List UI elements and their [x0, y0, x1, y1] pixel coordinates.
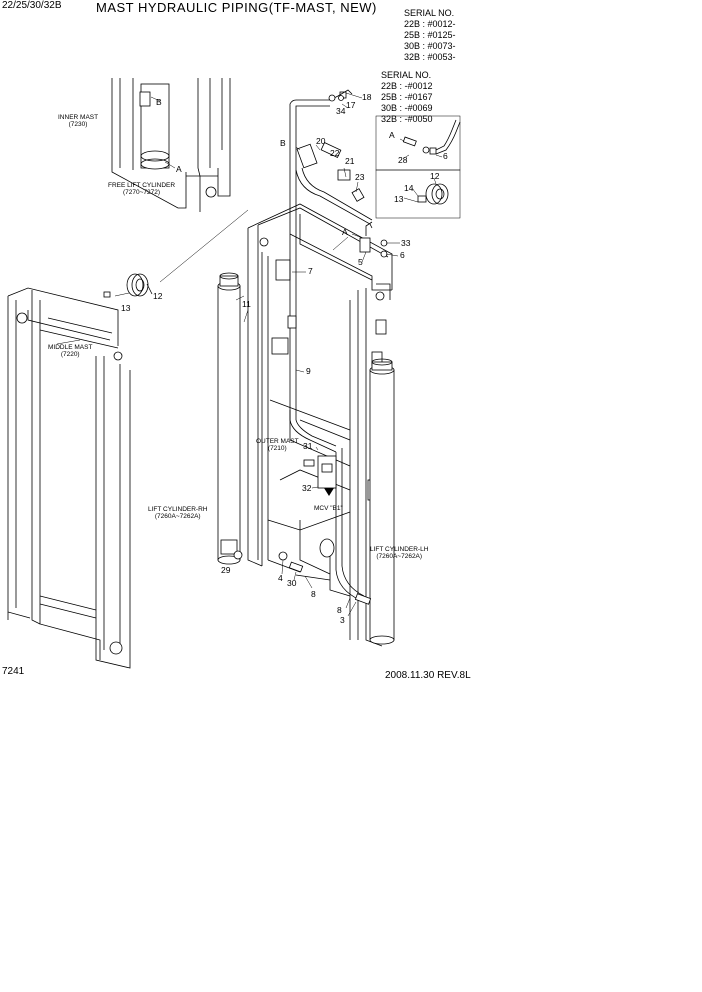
- top-fittings: [296, 89, 365, 202]
- callout-7: 7: [308, 266, 313, 276]
- callout-6: 6: [400, 250, 405, 260]
- lift-cylinder-lh-code: (7260A~7262A): [376, 553, 423, 560]
- serial-inset-block: SERIAL NO. 22B : -#0012 25B : -#0167 30B…: [381, 70, 433, 125]
- lift-cylinder-lh-shape: [369, 358, 395, 645]
- middle-mast-name: MIDDLE MAST: [48, 344, 93, 351]
- callout-8-left: 8: [311, 589, 316, 599]
- middle-mast-code: (7220): [60, 351, 80, 358]
- callout-a-inset: A: [389, 130, 395, 140]
- page-number: 7241: [2, 666, 25, 677]
- callout-31: 31: [303, 441, 313, 451]
- lift-cylinder-lh-label: LIFT CYLINDER-LH (7260A~7262A): [370, 546, 428, 560]
- callout-11: 11: [242, 299, 251, 309]
- callout-22: 22: [330, 148, 340, 158]
- callout-18: 18: [362, 92, 372, 102]
- callout-5: 5: [358, 257, 363, 267]
- serial-inset-line: 30B : -#0069: [381, 103, 433, 113]
- outer-mast-code: (7210): [267, 445, 287, 452]
- callout-4: 4: [278, 573, 283, 583]
- callout-23: 23: [355, 172, 365, 182]
- model-numbers: 22/25/30/32B: [2, 0, 62, 11]
- middle-mast-shape: [7, 287, 131, 669]
- serial-inset-heading: SERIAL NO.: [381, 70, 432, 80]
- mcv-valve-shape: [303, 446, 337, 496]
- serial-inset-line: 22B : -#0012: [381, 81, 433, 91]
- serial-top-line: 25B : #0125-: [404, 30, 456, 40]
- lift-cylinder-rh-code: (7260A~7262A): [154, 513, 201, 520]
- inner-mast-code: (7230): [68, 121, 88, 128]
- bottom-fittings: [278, 551, 372, 617]
- page-title: MAST HYDRAULIC PIPING(TF-MAST, NEW): [96, 0, 377, 15]
- callout-12: 12: [153, 291, 163, 301]
- mcv-label: MCV "B1": [314, 505, 343, 512]
- serial-inset-line: 32B : -#0050: [381, 114, 433, 124]
- callout-29: 29: [221, 565, 231, 575]
- free-lift-cylinder-label: FREE LIFT CYLINDER (7270~7272): [108, 182, 175, 196]
- serial-top-heading: SERIAL NO.: [404, 8, 455, 18]
- lift-cylinder-rh-name: LIFT CYLINDER-RH: [148, 506, 208, 513]
- callout-14: 14: [404, 183, 414, 193]
- callout-9: 9: [306, 366, 311, 376]
- inner-mast-name: INNER MAST: [58, 114, 99, 121]
- callout-20: 20: [316, 136, 326, 146]
- callout-30: 30: [287, 578, 297, 588]
- hydraulic-hoses: [287, 99, 373, 601]
- callout-21: 21: [345, 156, 355, 166]
- seal-12-left: [103, 273, 153, 298]
- inset-box-2: [375, 169, 461, 219]
- free-lift-cylinder-name: FREE LIFT CYLINDER: [108, 182, 176, 189]
- callout-b-outer: B: [280, 138, 286, 148]
- outer-mast-label: OUTER MAST (7210): [256, 438, 299, 452]
- callout-6-inset: 6: [443, 151, 448, 161]
- inner-mast-inset: [111, 78, 231, 212]
- callout-13: 13: [121, 303, 131, 313]
- callout-34: 34: [336, 106, 346, 116]
- serial-top-line: 22B : #0012-: [404, 19, 456, 29]
- callout-3: 3: [340, 615, 345, 625]
- revision-date: 2008.11.30 REV.8L: [385, 670, 471, 681]
- callout-a-outer: A: [342, 227, 348, 237]
- callout-b-inner: B: [156, 97, 162, 107]
- callout-a-inner: A: [176, 164, 182, 174]
- callout-8-right: 8: [337, 605, 342, 615]
- callout-32: 32: [302, 483, 312, 493]
- serial-inset-line: 25B : -#0167: [381, 92, 433, 102]
- serial-top-line: 32B : #0053-: [404, 52, 456, 62]
- lift-cylinder-rh-shape: [217, 272, 245, 565]
- callout-17: 17: [346, 100, 356, 110]
- lift-cylinder-lh-name: LIFT CYLINDER-LH: [370, 546, 429, 553]
- serial-top-line: 30B : #0073-: [404, 41, 456, 51]
- serial-top-block: SERIAL NO. 22B : #0012- 25B : #0125- 30B…: [404, 8, 456, 63]
- outer-mast-name: OUTER MAST: [256, 438, 299, 445]
- inner-mast-label: INNER MAST (7230): [58, 114, 98, 128]
- callout-12-inset: 12: [430, 171, 440, 181]
- free-lift-cylinder-code: (7270~7272): [123, 189, 161, 196]
- callout-13-inset: 13: [394, 194, 404, 204]
- callout-33: 33: [401, 238, 411, 248]
- lift-cylinder-rh-label: LIFT CYLINDER-RH (7260A~7262A): [148, 506, 207, 520]
- callout-28: 28: [398, 155, 408, 165]
- a-fittings: [351, 233, 400, 263]
- middle-mast-label: MIDDLE MAST (7220): [48, 344, 92, 358]
